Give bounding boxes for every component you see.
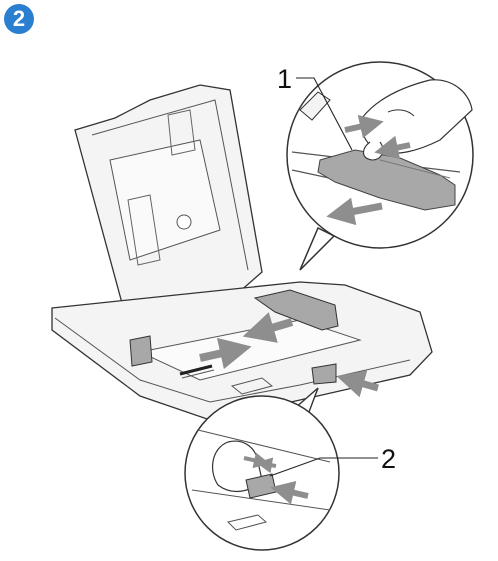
zoom-callout-width-guides — [286, 61, 474, 271]
callout-label-1: 1 — [277, 64, 293, 94]
callout-label-2: 2 — [381, 444, 397, 474]
zoom-callout-length-guide — [184, 387, 378, 551]
paper-tray — [51, 84, 433, 421]
step-number-badge: 2 — [4, 4, 34, 34]
